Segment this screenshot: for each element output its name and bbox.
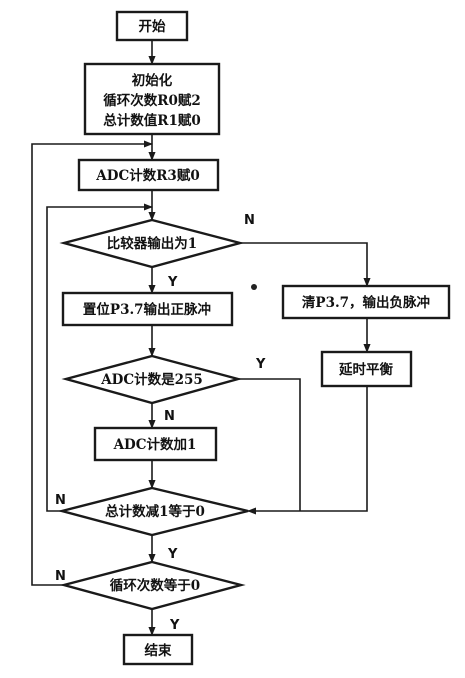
adc-reset-label: ADC计数R3赋0 bbox=[95, 167, 199, 184]
label-loop-check-no: N bbox=[55, 569, 66, 584]
node-compare: 比较器输出为1 bbox=[59, 218, 245, 269]
arrow-adc-check-yes-to-total-dec bbox=[238, 378, 301, 511]
arrow-loop-check-no-loop bbox=[31, 140, 153, 586]
clear-pulse-label: 清P3.7，输出负脉冲 bbox=[302, 294, 430, 311]
end-label: 结束 bbox=[145, 642, 172, 659]
branch-labels: N Y Y N N Y N Y bbox=[55, 213, 266, 633]
set-pulse-label: 置位P3.7输出正脉冲 bbox=[83, 301, 211, 318]
init-label-line-1: 初始化 bbox=[132, 72, 173, 89]
delay-label: 延时平衡 bbox=[338, 361, 393, 378]
node-adc-reset: ADC计数R3赋0 bbox=[77, 158, 220, 192]
label-loop-check-yes: Y bbox=[169, 618, 180, 633]
label-total-dec-yes: Y bbox=[167, 547, 178, 562]
label-adc-check-no: N bbox=[164, 409, 175, 424]
init-label-line-3: 总计数值R1赋0 bbox=[103, 112, 201, 129]
node-clear-pulse: 清P3.7，输出负脉冲 bbox=[281, 284, 451, 320]
node-adc-inc: ADC计数加1 bbox=[93, 426, 218, 462]
arrow-total-dec-no-loop bbox=[46, 203, 153, 512]
ink-dot bbox=[251, 284, 257, 290]
node-delay: 延时平衡 bbox=[320, 350, 413, 388]
label-compare-yes: Y bbox=[167, 275, 178, 290]
loop-check-label: 循环次数等于0 bbox=[110, 577, 200, 594]
adc-inc-label: ADC计数加1 bbox=[113, 436, 197, 453]
arrow-compare-no-to-clear-pulse bbox=[240, 242, 371, 287]
init-label-line-2: 循环次数R0赋2 bbox=[103, 92, 201, 109]
compare-label: 比较器输出为1 bbox=[107, 235, 197, 252]
total-dec-label: 总计数减1等于0 bbox=[105, 503, 205, 520]
label-total-dec-no: N bbox=[55, 493, 66, 508]
node-start: 开始 bbox=[115, 10, 189, 42]
adc-check-label: ADC计数是255 bbox=[100, 371, 203, 388]
node-loop-check: 循环次数等于0 bbox=[59, 560, 246, 611]
label-adc-check-yes: Y bbox=[255, 357, 266, 372]
arrow-delay-to-total-dec bbox=[247, 386, 368, 515]
node-adc-check: ADC计数是255 bbox=[61, 354, 243, 405]
node-total-dec: 总计数减1等于0 bbox=[57, 486, 249, 537]
node-init: 初始化 循环次数R0赋2 总计数值R1赋0 bbox=[83, 62, 221, 136]
node-set-pulse: 置位P3.7输出正脉冲 bbox=[61, 291, 234, 327]
connectors bbox=[31, 40, 371, 636]
node-end: 结束 bbox=[122, 633, 194, 666]
label-compare-no: N bbox=[244, 213, 255, 228]
start-label: 开始 bbox=[139, 18, 166, 35]
